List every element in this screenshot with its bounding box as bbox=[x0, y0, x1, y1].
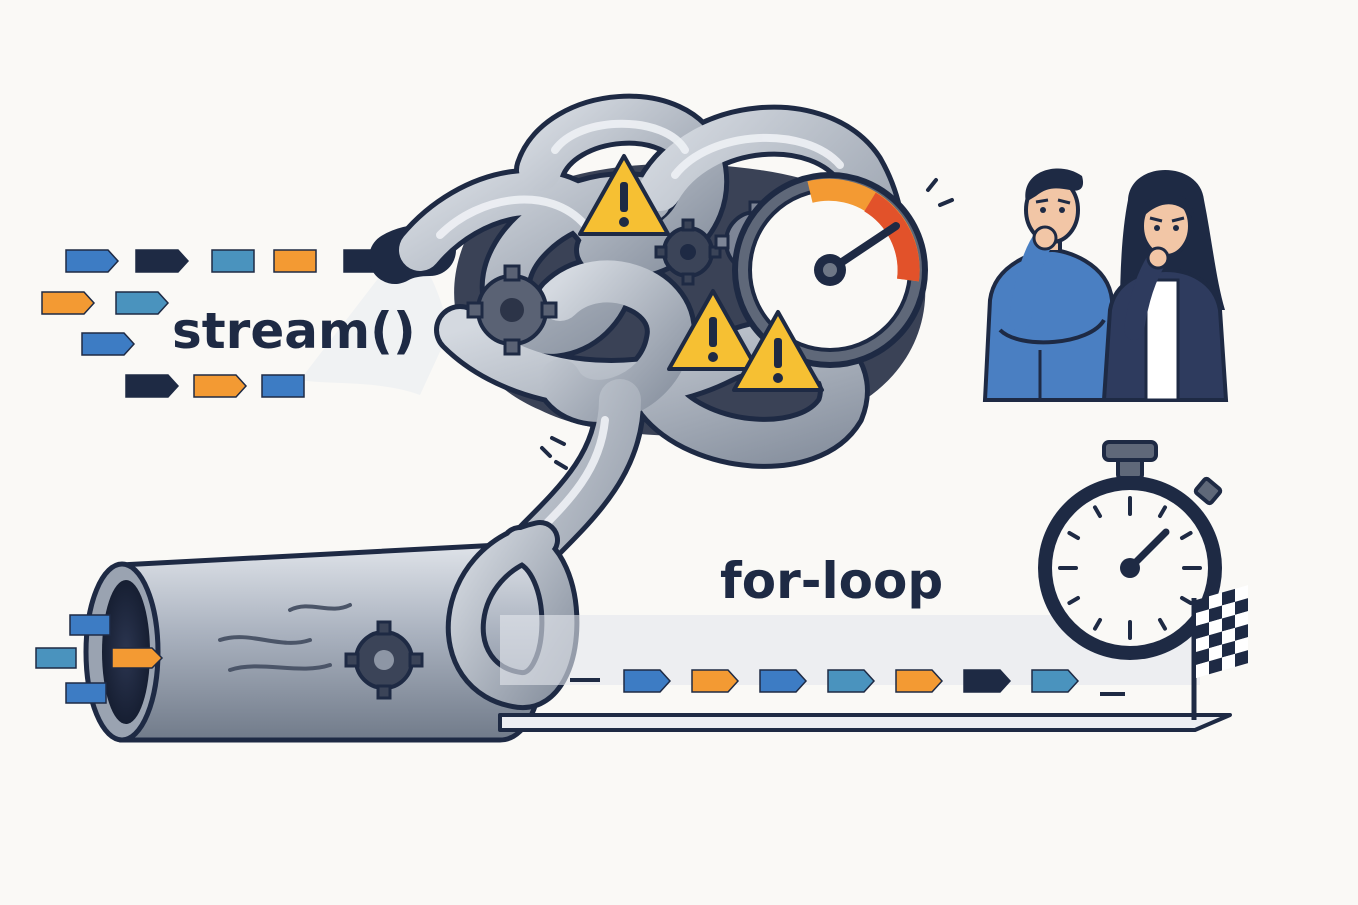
data-token-icon bbox=[65, 249, 120, 273]
stream-label: stream() bbox=[172, 302, 416, 360]
data-token-icon bbox=[273, 249, 317, 273]
data-token-icon bbox=[261, 374, 305, 398]
data-token-icon bbox=[111, 647, 164, 669]
strain-marks bbox=[540, 178, 954, 470]
data-token-icon bbox=[135, 249, 190, 273]
data-token-icon bbox=[35, 647, 77, 669]
gear-icon bbox=[654, 218, 722, 286]
rope-wrap bbox=[445, 520, 580, 710]
data-token-icon bbox=[827, 669, 876, 693]
data-token-icon bbox=[69, 614, 111, 636]
data-token-icon bbox=[81, 332, 136, 356]
warning-icon bbox=[667, 289, 759, 371]
data-token-icon bbox=[115, 291, 170, 315]
warning-icon bbox=[578, 154, 670, 236]
data-token-icon bbox=[41, 291, 96, 315]
warning-icon bbox=[732, 310, 824, 392]
data-token-icon bbox=[65, 682, 107, 704]
data-token-icon bbox=[125, 374, 180, 398]
data-token-icon bbox=[1031, 669, 1080, 693]
data-token-icon bbox=[193, 374, 248, 398]
confused-man bbox=[982, 168, 1119, 402]
checkered-flag-icon bbox=[1191, 585, 1248, 720]
for-loop-track bbox=[498, 615, 1232, 732]
gear-icon bbox=[344, 620, 424, 700]
gear-icon bbox=[466, 264, 558, 356]
data-token-icon bbox=[895, 669, 944, 693]
data-token-icon bbox=[623, 669, 672, 693]
data-token-icon bbox=[759, 669, 808, 693]
for-loop-label: for-loop bbox=[720, 552, 943, 610]
data-token-icon bbox=[963, 669, 1012, 693]
stopwatch-icon bbox=[1038, 440, 1223, 660]
confused-woman bbox=[1101, 170, 1229, 402]
data-token-icon bbox=[691, 669, 740, 693]
data-token-icon bbox=[211, 249, 255, 273]
